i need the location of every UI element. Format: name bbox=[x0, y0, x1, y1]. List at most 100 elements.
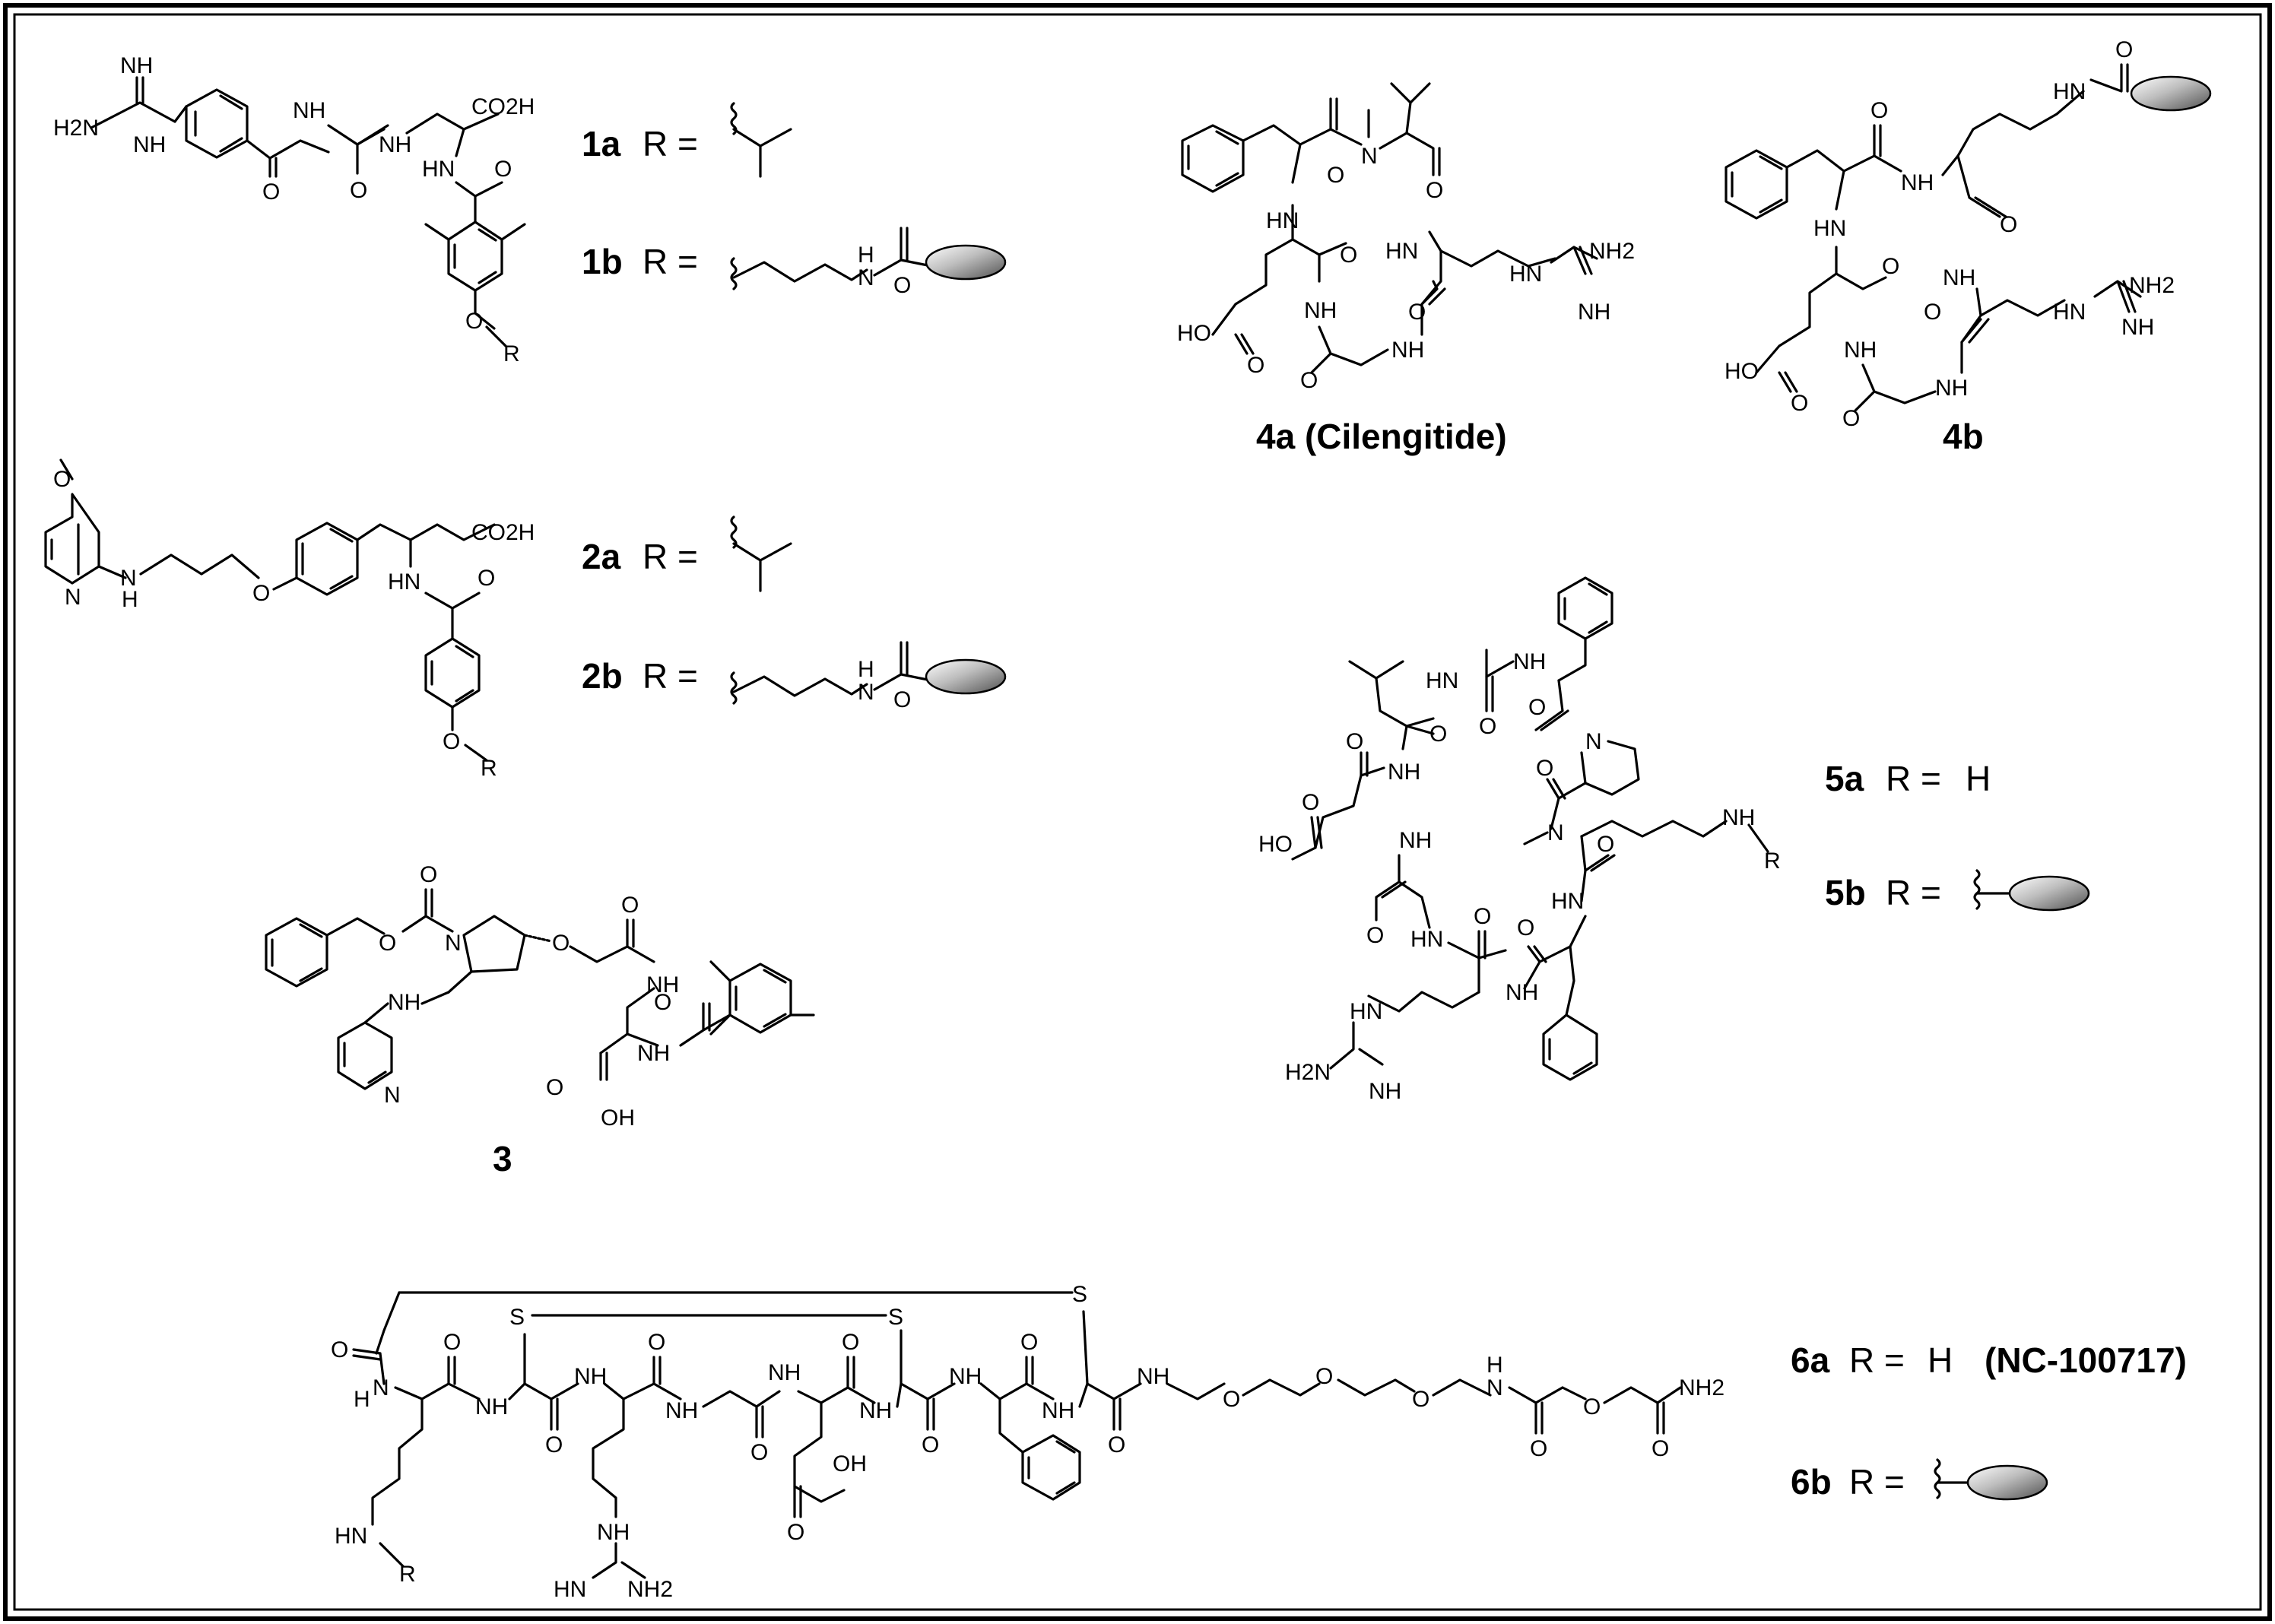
atom-label: O bbox=[922, 1432, 939, 1457]
atom-label: HN bbox=[1551, 889, 1584, 914]
atom-label: O bbox=[1247, 353, 1264, 378]
r-label-1a: R = bbox=[643, 124, 698, 163]
atom-label: O bbox=[1528, 695, 1546, 720]
atom-label: O bbox=[1300, 368, 1318, 393]
atom-label: NH bbox=[949, 1364, 982, 1389]
atom-label: O bbox=[1652, 1436, 1669, 1461]
atom-label: O bbox=[648, 1330, 665, 1355]
atom-label: NH bbox=[1137, 1364, 1169, 1389]
atom-label: O bbox=[443, 1330, 461, 1355]
atom-label: NH bbox=[646, 972, 679, 998]
r-label-5b: R = bbox=[1886, 873, 1941, 912]
atom-label: O bbox=[1315, 1364, 1333, 1389]
atom-label: R bbox=[503, 341, 520, 366]
r-label-1b: R = bbox=[643, 242, 698, 281]
atom-label: O bbox=[842, 1330, 859, 1355]
atom-label: O bbox=[1020, 1330, 1038, 1355]
atom-label: OH bbox=[833, 1451, 867, 1477]
compound-label-5b: 5b bbox=[1825, 873, 1866, 912]
atom-label: O bbox=[546, 1075, 563, 1100]
atom-label: NH bbox=[1042, 1398, 1074, 1423]
atom-label: O bbox=[1346, 729, 1363, 754]
atom-label: N bbox=[858, 265, 874, 290]
atom-label: O bbox=[262, 179, 280, 205]
atom-label: NH bbox=[859, 1398, 892, 1423]
r-label-6a: R = bbox=[1849, 1340, 1905, 1380]
atom-label: R bbox=[399, 1562, 416, 1587]
atom-label: O bbox=[1108, 1432, 1125, 1457]
atom-label: O bbox=[2115, 37, 2133, 62]
atom-label: O bbox=[1302, 790, 1319, 815]
atom-label: NH bbox=[475, 1394, 508, 1419]
atom-label: HN bbox=[1410, 927, 1443, 952]
atom-label: NH bbox=[1844, 338, 1877, 363]
atom-label: O bbox=[53, 467, 71, 492]
atom-label: HO bbox=[1258, 832, 1293, 857]
atom-label: O bbox=[621, 893, 639, 918]
atom-label: NH bbox=[768, 1360, 801, 1385]
atom-label: O bbox=[252, 581, 270, 606]
atom-label: O bbox=[1791, 391, 1808, 416]
atom-label: NH2 bbox=[2129, 273, 2175, 298]
atom-label: HO bbox=[1177, 321, 1211, 346]
atom-label: O bbox=[1583, 1394, 1601, 1419]
atom-label: O bbox=[1924, 300, 1941, 325]
atom-label: H2N bbox=[1285, 1060, 1331, 1085]
atom-label: HN bbox=[1385, 239, 1418, 264]
atom-label: N bbox=[373, 1375, 389, 1400]
atom-label: NH bbox=[388, 990, 420, 1015]
structure-6: S S S O H N HN R O NH O NH NH HN NH2 O N… bbox=[331, 1282, 1724, 1602]
atom-label: O bbox=[1223, 1387, 1240, 1412]
atom-label: NH bbox=[637, 1041, 670, 1066]
compound-label-3: 3 bbox=[493, 1139, 512, 1178]
r-label-6b: R = bbox=[1849, 1462, 1905, 1502]
atom-label: R bbox=[1764, 848, 1781, 874]
atom-label: O bbox=[1597, 832, 1614, 857]
isopropyl-substituent-1a bbox=[730, 102, 792, 178]
compound-label-2a: 2a bbox=[582, 537, 621, 576]
atom-label: NH bbox=[133, 132, 166, 157]
atom-label: O bbox=[1429, 722, 1447, 747]
atom-label: S bbox=[888, 1305, 903, 1330]
atom-label: O bbox=[1479, 714, 1496, 739]
atom-label: O bbox=[787, 1520, 804, 1545]
atom-label: O bbox=[750, 1440, 768, 1465]
atom-label: O bbox=[443, 729, 460, 754]
atom-label: OH bbox=[601, 1105, 635, 1131]
atom-label: HN bbox=[335, 1524, 367, 1549]
structure-3: O O N O O NH NH N O OH NH O bbox=[265, 862, 815, 1131]
atom-label: O bbox=[1366, 923, 1384, 948]
r-value-6a: H bbox=[1928, 1340, 1953, 1380]
atom-label: R bbox=[481, 756, 497, 781]
outer-frame bbox=[3, 3, 2272, 1621]
structure-1: NH H2N NH O NH O NH CO2H HN O O R bbox=[53, 53, 535, 366]
atom-label: N bbox=[120, 566, 137, 591]
atom-label: NH bbox=[1304, 298, 1337, 323]
atom-label: O bbox=[1517, 915, 1534, 940]
compound-label-1b: 1b bbox=[582, 242, 623, 281]
atom-label: NH bbox=[1388, 760, 1420, 785]
atom-label: O bbox=[379, 931, 396, 956]
atom-label: O bbox=[545, 1432, 563, 1457]
atom-label: N bbox=[384, 1083, 401, 1108]
atom-label: NH bbox=[1369, 1079, 1401, 1104]
atom-label: O bbox=[1340, 243, 1357, 268]
atom-label: O bbox=[1870, 98, 1888, 123]
atom-label: H bbox=[122, 587, 138, 612]
atom-label: HN bbox=[554, 1577, 586, 1602]
atom-label: NH bbox=[574, 1364, 607, 1389]
atom-label: HO bbox=[1724, 359, 1759, 384]
atom-label: NH bbox=[120, 53, 153, 78]
compound-label-6a: 6a bbox=[1791, 1340, 1830, 1380]
atom-label: HN bbox=[388, 569, 420, 595]
r-label-2b: R = bbox=[643, 656, 698, 696]
atom-label: CO2H bbox=[471, 520, 535, 545]
atom-label: O bbox=[1530, 1436, 1547, 1461]
r-label-2a: R = bbox=[643, 537, 698, 576]
atom-label: NH2 bbox=[1589, 239, 1635, 264]
atom-label: N bbox=[65, 585, 81, 610]
atom-label: HN bbox=[1350, 999, 1382, 1024]
atom-label: NH bbox=[1901, 170, 1934, 195]
atom-label: NH bbox=[1506, 980, 1538, 1005]
atom-label: NH bbox=[1399, 828, 1432, 853]
